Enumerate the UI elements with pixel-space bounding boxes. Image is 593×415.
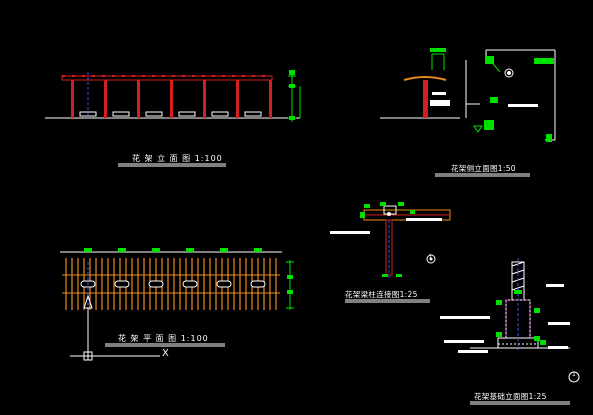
- beam-joint-title: 花架梁柱连接图1:25: [345, 290, 418, 299]
- front-elevation-drawing: [45, 70, 301, 167]
- foundation-title: 花架基础立面图1:25: [474, 392, 547, 401]
- section-cross-marker: X: [162, 348, 170, 359]
- beam-joint-drawing: [330, 202, 451, 303]
- front-elevation-title: 花 架 立 面 图 1:100: [132, 154, 223, 163]
- detail-circle-label-2: 1: [429, 254, 434, 260]
- side-elevation-drawing: [380, 48, 556, 177]
- foundation-drawing: [440, 258, 580, 405]
- plan-view-drawing: [60, 248, 294, 361]
- detail-circle-label-1: 1: [572, 371, 577, 378]
- plan-view-title: 花 架 平 面 图 1:100: [118, 334, 209, 343]
- side-elevation-title: 花架侧立面图1:50: [451, 164, 516, 173]
